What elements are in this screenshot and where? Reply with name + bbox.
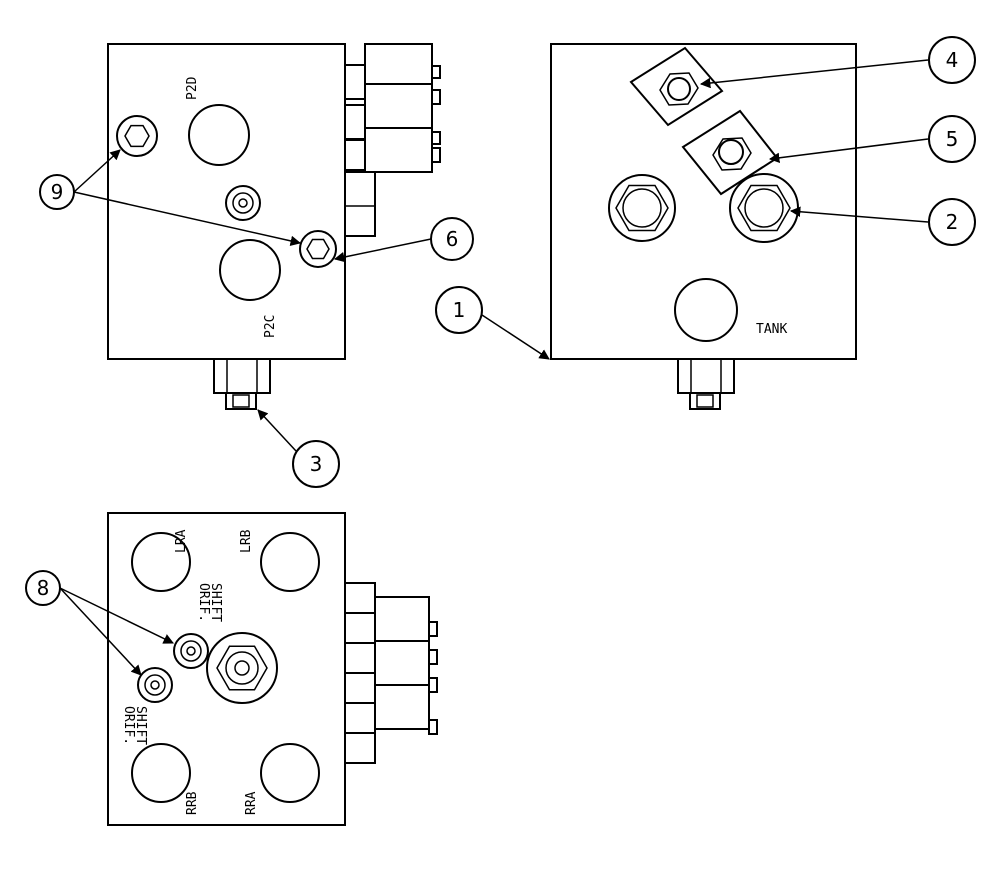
bottom-fitting-2 [677,358,735,410]
shift-orifice-upper [173,633,209,669]
label-tank: TANK [756,322,787,337]
callout-6: 6 [430,217,474,261]
cartridge-item-5 [681,109,779,196]
callout-8-label: 8 [37,576,50,600]
cartridge-item-4 [629,46,724,127]
cartridge-valves-right-3 [344,582,438,764]
hex-port-left [608,174,676,242]
label-p2c: P2C [263,315,278,338]
callout-1: 1 [435,286,483,334]
port-rra [260,743,320,803]
cartridge-valves-right-1 [344,43,441,237]
hex-plug-left [116,115,158,157]
manifold-view-bottom: LRA LRB RRB RRA SHIFT ORIF. SHIFT ORIF. [107,512,438,826]
center-hex-valve [206,632,278,704]
callout-5: 5 [928,115,976,163]
port-rrb [131,743,191,803]
callout-6-label: 6 [446,227,459,251]
port-p2d [188,104,250,166]
port-lra [131,532,191,592]
label-lra: LRA [174,529,189,553]
callout-3: 3 [292,440,340,488]
label-lrb: LRB [239,529,254,553]
manifold-view-top-right: TANK [550,43,857,410]
label-p2d: P2D [185,76,200,100]
label-shift-orif-lower-1: SHIFT [133,706,148,745]
label-shift-orif-upper-2: ORIF. [196,583,211,622]
port-tank [674,278,738,342]
port-lrb [260,532,320,592]
callout-4: 4 [928,36,976,84]
label-rra: RRA [244,791,259,815]
leader-lines [59,59,929,676]
label-rrb: RRB [185,791,200,815]
bottom-fitting-1 [213,358,271,410]
callout-2: 2 [928,198,976,246]
orifice-fitting-center [225,185,261,221]
callout-9-label: 9 [51,180,64,204]
label-shift-orif-upper-1: SHIFT [208,583,223,622]
callout-3-label: 3 [310,452,323,476]
callout-5-label: 5 [946,127,959,151]
port-p2c [219,239,281,301]
shift-orifice-lower [137,667,173,703]
manifold-view-top-left: P2D P2C [107,43,441,410]
callout-1-label: 1 [453,298,466,322]
hex-port-item-2 [729,173,799,243]
hex-plug-item-6 [299,230,337,268]
callout-4-label: 4 [946,48,959,72]
callout-2-label: 2 [946,210,959,234]
callout-8: 8 [25,570,61,606]
label-shift-orif-lower-2: ORIF. [121,706,136,745]
callout-9: 9 [39,174,75,210]
